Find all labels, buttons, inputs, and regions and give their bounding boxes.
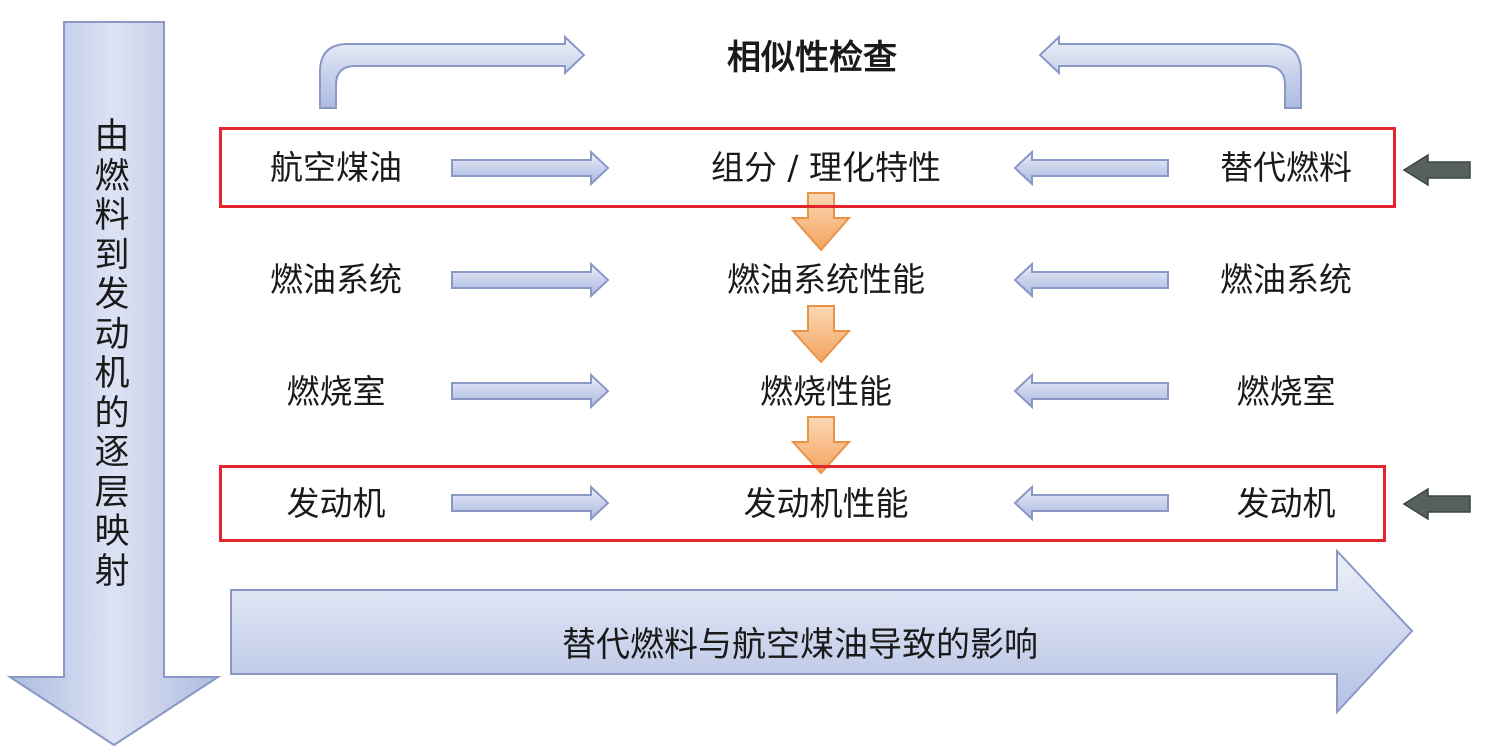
row3-right-arrow <box>1013 372 1169 410</box>
similarity-left-curved-arrow <box>319 34 586 109</box>
row4-center-label: 发动机性能 <box>743 484 909 523</box>
highlight-box-row4 <box>219 465 1386 542</box>
orange-down-arrow-3 <box>790 416 852 475</box>
row1-right-arrow <box>1013 149 1169 187</box>
impact-label: 替代燃料与航空煤油导致的影响 <box>562 625 1038 665</box>
dark-indicator-arrow-2 <box>1402 487 1471 521</box>
row1-right-label: 替代燃料 <box>1220 148 1352 187</box>
row1-center-label: 组分 / 理化特性 <box>710 148 942 187</box>
row1-left-label: 航空煤油 <box>270 148 402 187</box>
row3-left-label: 燃烧室 <box>286 372 386 411</box>
row3-center-label: 燃烧性能 <box>760 372 892 411</box>
row4-left-label: 发动机 <box>286 484 386 523</box>
dark-indicator-arrow-1 <box>1402 153 1471 187</box>
row3-left-arrow <box>451 372 610 410</box>
similarity-right-curved-arrow <box>1038 34 1302 109</box>
row2-left-label: 燃油系统 <box>270 260 402 299</box>
vertical-label: 由燃料到发动机的逐层映射 <box>94 117 130 592</box>
row1-left-arrow <box>451 149 610 187</box>
impact-arrow <box>230 548 1414 715</box>
highlight-box-row1 <box>219 127 1396 208</box>
vertical-mapping-arrow <box>6 21 222 747</box>
row2-left-arrow <box>451 261 610 299</box>
row3-right-label: 燃烧室 <box>1236 372 1336 411</box>
row2-center-label: 燃油系统性能 <box>727 260 925 299</box>
row4-right-label: 发动机 <box>1236 484 1336 523</box>
orange-down-arrow-1 <box>790 192 852 252</box>
row2-right-label: 燃油系统 <box>1220 260 1352 299</box>
row4-left-arrow <box>451 484 610 522</box>
row2-right-arrow <box>1013 261 1169 299</box>
row4-right-arrow <box>1013 484 1169 522</box>
diagram-title: 相似性检查 <box>727 38 897 78</box>
orange-down-arrow-2 <box>790 305 852 364</box>
